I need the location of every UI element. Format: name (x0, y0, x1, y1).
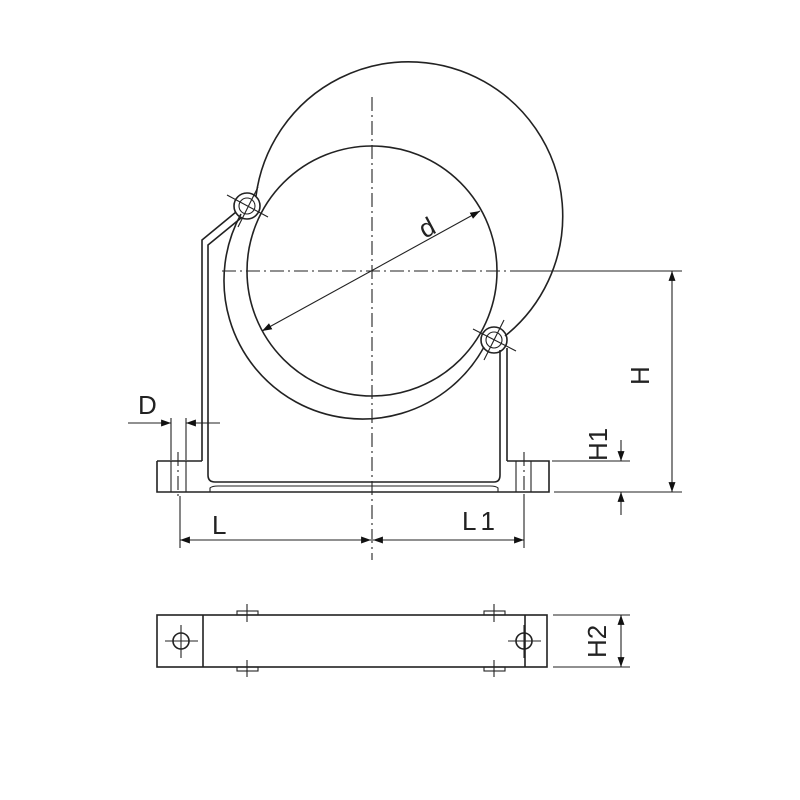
label-D: D (138, 390, 157, 420)
lower-housing-arc (223, 213, 485, 420)
bolt-icon (472, 319, 517, 361)
bracket-inner-line (207, 217, 501, 483)
base-outline (156, 460, 550, 493)
diameter-dimension-d (261, 210, 481, 332)
upper-clamp-outer-arc (255, 61, 564, 337)
nut-icon (236, 604, 506, 677)
base-recess (209, 485, 499, 492)
label-d: d (413, 211, 440, 244)
hole-icon (508, 625, 541, 658)
label-H1: H1 (583, 428, 613, 461)
label-H: H (625, 366, 655, 385)
front-view (156, 61, 564, 500)
label-L1: L1 (462, 506, 499, 536)
left-bracket-outer (201, 211, 237, 461)
bottom-view: H2 (156, 604, 630, 677)
label-L: L (212, 510, 226, 540)
hole-icon (165, 625, 198, 658)
base-plate-outline (156, 614, 548, 668)
label-H2: H2 (582, 625, 612, 658)
pipe-bore-circle (246, 145, 498, 397)
dimensions: d D L L1 H H1 (128, 210, 682, 548)
bolt-icon (226, 186, 269, 228)
